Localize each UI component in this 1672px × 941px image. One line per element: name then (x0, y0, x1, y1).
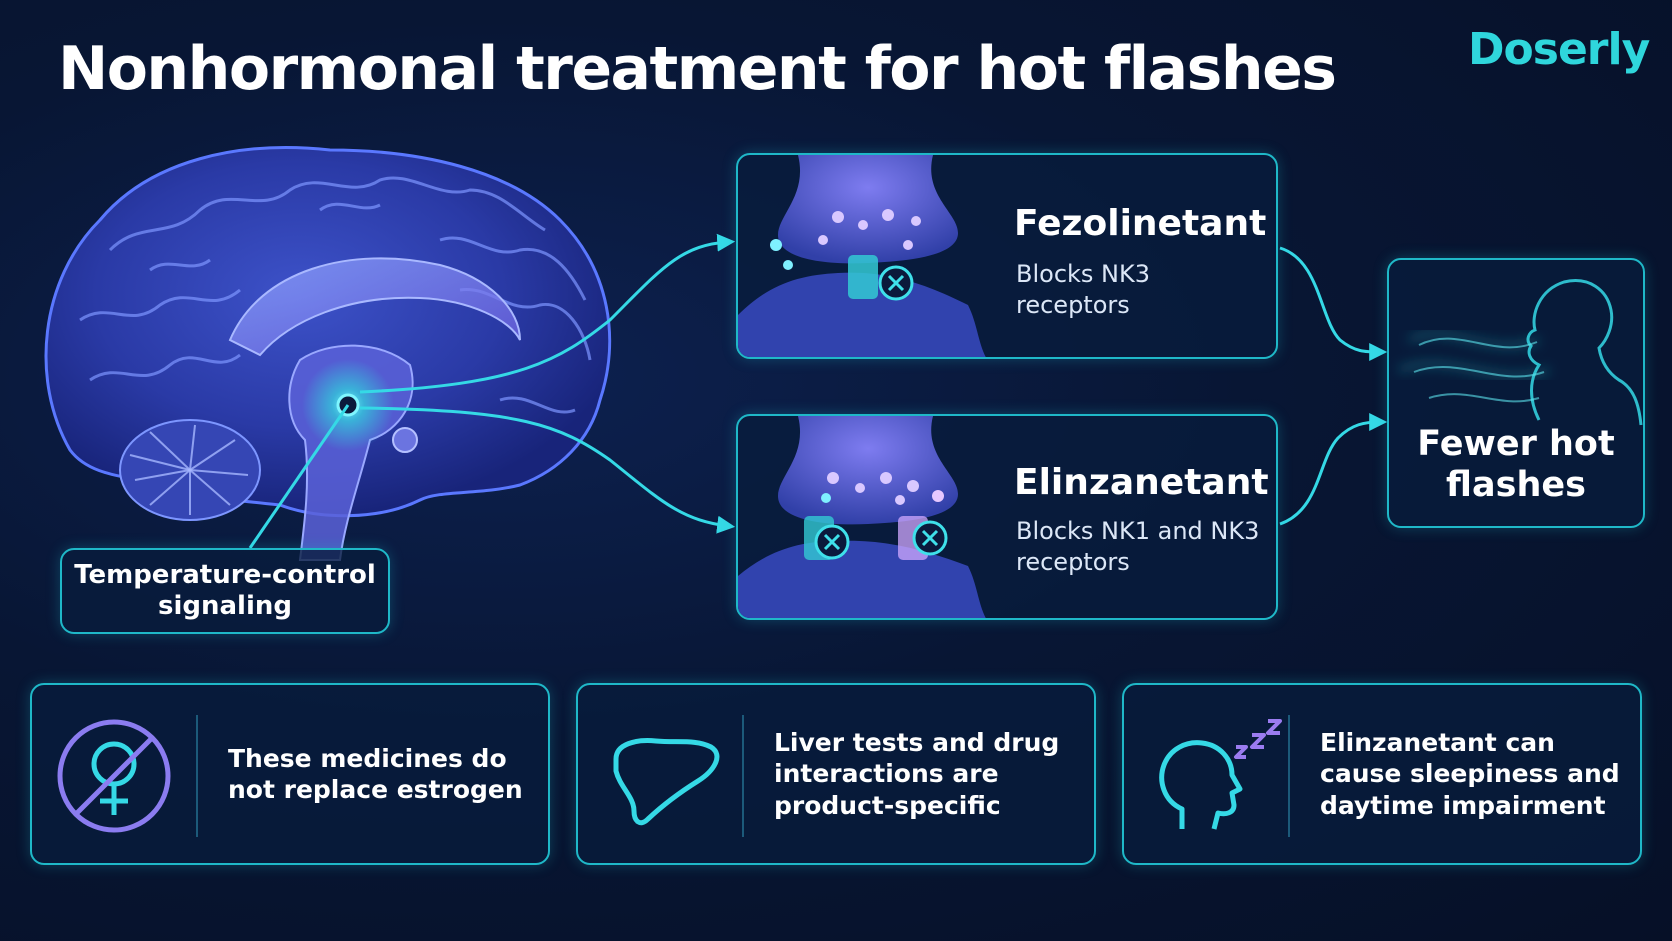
brain-illustration (44, 146, 612, 561)
brain-label-box: Temperature-control signaling (60, 548, 390, 634)
sleep-head-icon (1159, 719, 1282, 830)
no-estrogen-icon (57, 719, 171, 833)
treatment-name: Fezolinetant (1014, 203, 1267, 244)
brain-label: Temperature-control signaling (74, 559, 376, 621)
brand-logo: Doserly (1468, 24, 1650, 75)
result-text: Fewer hot flashes (1417, 424, 1615, 505)
divider (196, 715, 198, 837)
synapse-double-block-icon (738, 416, 986, 618)
liver-icon (613, 738, 720, 826)
arrow-to-fezolinetant (359, 233, 736, 394)
note-text: Elinzanetant can cause sleepiness and da… (1320, 728, 1620, 820)
synapse-single-block-icon (738, 155, 986, 357)
result-card: Fewer hot flashes (1387, 258, 1645, 528)
arrow-fezolinetant-to-result (1279, 246, 1388, 361)
treatment-card-elinzanetant: Elinzanetant Blocks NK1 and NK3 receptor… (736, 414, 1278, 620)
treatment-name: Elinzanetant (1014, 462, 1269, 503)
page-title: Nonhormonal treatment for hot flashes (58, 34, 1337, 104)
note-text: Liver tests and drug interactions are pr… (774, 728, 1060, 820)
note-card-sleepiness: Elinzanetant can cause sleepiness and da… (1122, 683, 1642, 865)
treatment-description: Blocks NK3 receptors (1016, 260, 1151, 320)
arrow-elinzanetant-to-result (1279, 413, 1388, 526)
treatment-description: Blocks NK1 and NK3 receptors (1016, 517, 1260, 577)
note-card-estrogen: These medicines do not replace estrogen (30, 683, 550, 865)
treatment-card-fezolinetant: Fezolinetant Blocks NK3 receptors (736, 153, 1278, 359)
divider (1288, 715, 1290, 837)
person-profile-icon (1398, 279, 1643, 426)
arrow-to-elinzanetant (359, 406, 736, 534)
note-card-liver: Liver tests and drug interactions are pr… (576, 683, 1096, 865)
divider (742, 715, 744, 837)
note-text: These medicines do not replace estrogen (228, 743, 523, 804)
